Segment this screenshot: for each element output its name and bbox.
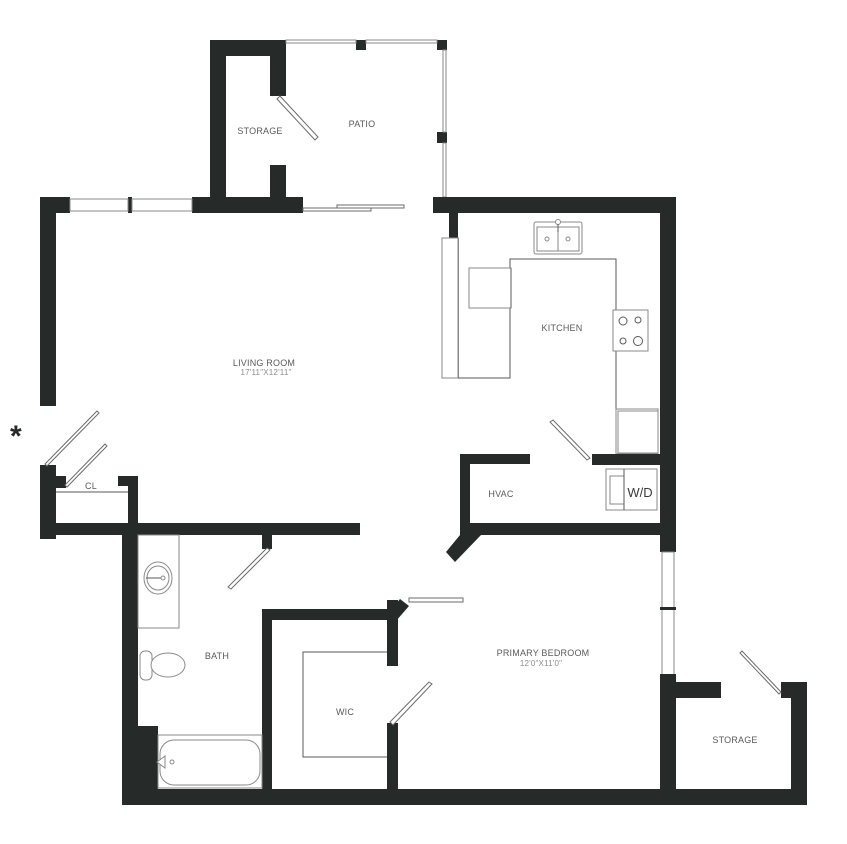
room-label-bath: BATH bbox=[204, 651, 230, 661]
patio-railing bbox=[285, 39, 447, 198]
wic-walls bbox=[387, 599, 409, 805]
room-label-patio-storage: STORAGE bbox=[237, 126, 283, 136]
wic-shelving bbox=[302, 651, 387, 758]
kitchen-stove bbox=[612, 309, 649, 352]
patio-sliding-door[interactable] bbox=[302, 204, 405, 212]
closet-walls bbox=[40, 465, 360, 540]
room-label-patio: PATIO bbox=[348, 119, 376, 129]
bath-vanity bbox=[137, 534, 180, 629]
bath-door[interactable] bbox=[227, 547, 271, 590]
bedroom-window bbox=[660, 551, 676, 677]
washer-dryer bbox=[605, 468, 658, 511]
room-label-kitchen: KITCHEN bbox=[541, 323, 583, 333]
room-label-living-room: LIVING ROOM bbox=[232, 358, 296, 368]
wic-door[interactable] bbox=[389, 681, 433, 726]
living-room-walls bbox=[40, 197, 132, 406]
entry-door[interactable] bbox=[44, 410, 108, 488]
patio-storage-door[interactable] bbox=[276, 95, 319, 141]
exterior-storage-door[interactable] bbox=[739, 650, 782, 695]
kitchen-counters bbox=[441, 237, 659, 455]
room-dimensions-primary-bedroom: 12'0"X11'0" bbox=[519, 659, 563, 668]
room-label-exterior-storage: STORAGE bbox=[712, 735, 758, 745]
room-label-primary-bedroom: PRIMARY BEDROOM bbox=[496, 648, 590, 658]
toilet bbox=[139, 650, 186, 681]
entry-marker-icon: * bbox=[10, 420, 22, 453]
hvac-door[interactable] bbox=[549, 419, 591, 461]
exterior-storage-walls bbox=[676, 682, 807, 805]
bedroom-walls bbox=[122, 674, 807, 805]
room-label-wic: WIC bbox=[335, 707, 355, 717]
hvac-walls bbox=[446, 454, 676, 562]
living-room-window bbox=[69, 198, 193, 212]
kitchen-sink bbox=[533, 219, 583, 255]
washer-dryer-label: W/D bbox=[627, 485, 653, 500]
patio-walls bbox=[192, 40, 447, 213]
bathtub bbox=[156, 734, 263, 789]
room-label-hvac: HVAC bbox=[488, 489, 514, 499]
room-dimensions-living-room: 17'11"X12'11" bbox=[240, 368, 292, 377]
bedroom-door[interactable] bbox=[408, 597, 464, 603]
room-label-closet: CL bbox=[85, 481, 97, 491]
